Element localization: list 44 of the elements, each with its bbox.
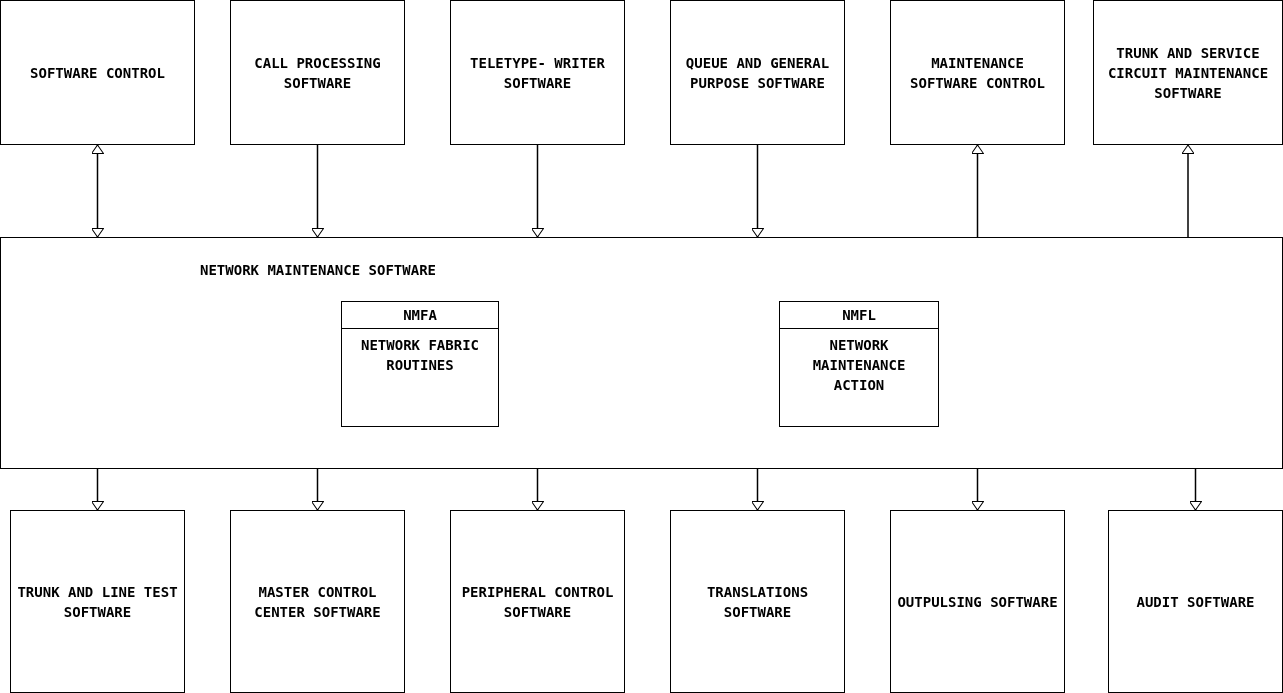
box-label: NETWORK MAINTENANCE ACTION — [811, 336, 907, 395]
software-box — [230, 0, 405, 145]
arrow — [91, 144, 104, 238]
software-box — [670, 0, 845, 145]
software-box — [450, 510, 625, 693]
box-label: TRUNK AND SERVICE CIRCUIT MAINTENANCE SOFTWARE — [1106, 43, 1270, 103]
module-box — [779, 301, 939, 427]
software-box — [890, 510, 1065, 693]
box-label: SOFTWARE CONTROL — [29, 63, 166, 83]
arrow — [531, 468, 544, 511]
module-code: NMFA — [342, 302, 498, 329]
module-box — [341, 301, 499, 427]
module-code: NMFL — [780, 302, 938, 329]
arrow — [1181, 144, 1195, 238]
system-box — [0, 237, 1283, 469]
software-box — [890, 0, 1065, 145]
software-box — [10, 510, 185, 693]
box-label: AUDIT SOFTWARE — [1135, 592, 1256, 612]
box-label: OUTPULSING SOFTWARE — [896, 592, 1059, 612]
arrow — [311, 144, 324, 238]
software-box — [230, 510, 405, 693]
software-box — [0, 0, 195, 145]
software-box — [670, 510, 845, 693]
arrow — [311, 468, 324, 511]
arrow — [971, 468, 984, 511]
box-label: NETWORK FABRIC ROUTINES — [360, 336, 480, 375]
box-label: QUEUE AND GENERAL PURPOSE SOFTWARE — [684, 53, 831, 93]
software-box — [450, 0, 625, 145]
box-label: TELETYPE- WRITER SOFTWARE — [469, 53, 606, 93]
box-label: TRUNK AND LINE TEST SOFTWARE — [16, 582, 179, 622]
arrow — [751, 144, 764, 238]
box-label: PERIPHERAL CONTROL SOFTWARE — [460, 582, 615, 622]
box-label: MASTER CONTROL CENTER SOFTWARE — [253, 582, 382, 622]
box-label: CALL PROCESSING SOFTWARE — [253, 53, 382, 93]
box-label: MAINTENANCE SOFTWARE CONTROL — [909, 53, 1046, 93]
software-box — [1093, 0, 1283, 145]
arrow — [531, 144, 544, 238]
box-label: TRANSLATIONS SOFTWARE — [705, 582, 810, 622]
system-title: NETWORK MAINTENANCE SOFTWARE — [199, 261, 437, 280]
arrow — [971, 144, 984, 238]
software-box — [1108, 510, 1283, 693]
arrow — [1189, 468, 1202, 511]
arrow — [751, 468, 764, 511]
arrow — [91, 468, 104, 511]
